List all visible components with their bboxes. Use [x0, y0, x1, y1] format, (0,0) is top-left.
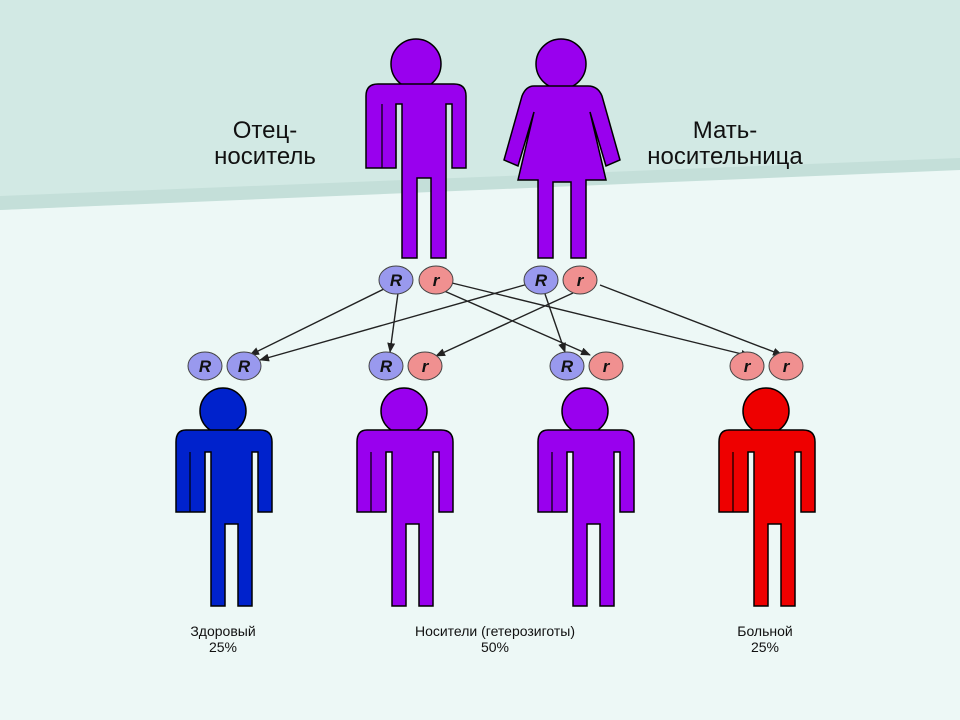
- father-label: Отец- носитель: [190, 118, 340, 170]
- child1-figure-healthy: [175, 387, 273, 607]
- svg-text:r: r: [433, 271, 441, 290]
- mother-body: [503, 85, 621, 259]
- child3-figure-carrier: [537, 387, 635, 607]
- child2-genotype: R r: [368, 351, 443, 381]
- father-allele-R: R: [378, 265, 414, 295]
- father-label-line1: Отец-: [232, 117, 298, 144]
- arrow-father-r-to-child3: [441, 289, 591, 356]
- affected-label-percent: 25%: [750, 639, 780, 655]
- mother-figure: [503, 38, 621, 259]
- child1-allele-1: R: [199, 357, 212, 376]
- arrow-mother-r-to-child4: [599, 284, 783, 356]
- carriers-label: Носители (гетерозиготы) 50%: [355, 623, 635, 655]
- mother-label-line2: носительница: [647, 143, 803, 170]
- father-label-line2: носитель: [214, 143, 316, 170]
- mother-allele-r: r: [562, 265, 598, 295]
- child3-allele-2: r: [603, 357, 611, 376]
- svg-text:R: R: [535, 271, 548, 290]
- father-figure: [365, 38, 467, 259]
- arrow-father-r-to-child4: [451, 282, 751, 358]
- child2-figure-carrier: [356, 387, 454, 607]
- father-allele-r: r: [418, 265, 454, 295]
- child1-allele-2: R: [238, 357, 251, 376]
- gamete-arrows: [249, 282, 783, 362]
- child4-figure-affected: [718, 387, 816, 607]
- healthy-label-percent: 25%: [208, 639, 238, 655]
- affected-label: Больной 25%: [700, 623, 830, 655]
- arrow-mother-r-to-child2: [435, 292, 574, 357]
- healthy-label: Здоровый 25%: [158, 623, 288, 655]
- mother-label: Мать- носительница: [620, 118, 830, 170]
- father-body: [365, 83, 467, 259]
- carriers-label-text: Носители (гетерозиготы): [414, 623, 576, 639]
- mother-alleles: R r: [523, 265, 598, 295]
- child3-allele-1: R: [561, 357, 574, 376]
- healthy-label-text: Здоровый: [190, 623, 256, 639]
- child1-genotype: R R: [187, 351, 262, 381]
- child3-genotype: R r: [549, 351, 624, 381]
- child4-allele-2: r: [783, 357, 791, 376]
- child4-allele-1: r: [744, 357, 752, 376]
- child2-allele-1: R: [380, 357, 393, 376]
- affected-label-text: Больной: [737, 623, 793, 639]
- carriers-label-percent: 50%: [480, 639, 510, 655]
- child4-genotype: r r: [729, 351, 804, 381]
- child2-allele-2: r: [422, 357, 430, 376]
- arrow-mother-R-to-child1: [259, 283, 529, 362]
- mother-allele-R: R: [523, 265, 559, 295]
- svg-text:R: R: [390, 271, 403, 290]
- mother-head: [535, 38, 587, 90]
- mother-label-line1: Мать-: [692, 117, 758, 144]
- svg-text:r: r: [577, 271, 585, 290]
- arrow-father-R-to-child1: [249, 286, 389, 356]
- father-head: [390, 38, 442, 90]
- arrow-mother-R-to-child3: [544, 293, 566, 353]
- father-alleles: R r: [378, 265, 454, 295]
